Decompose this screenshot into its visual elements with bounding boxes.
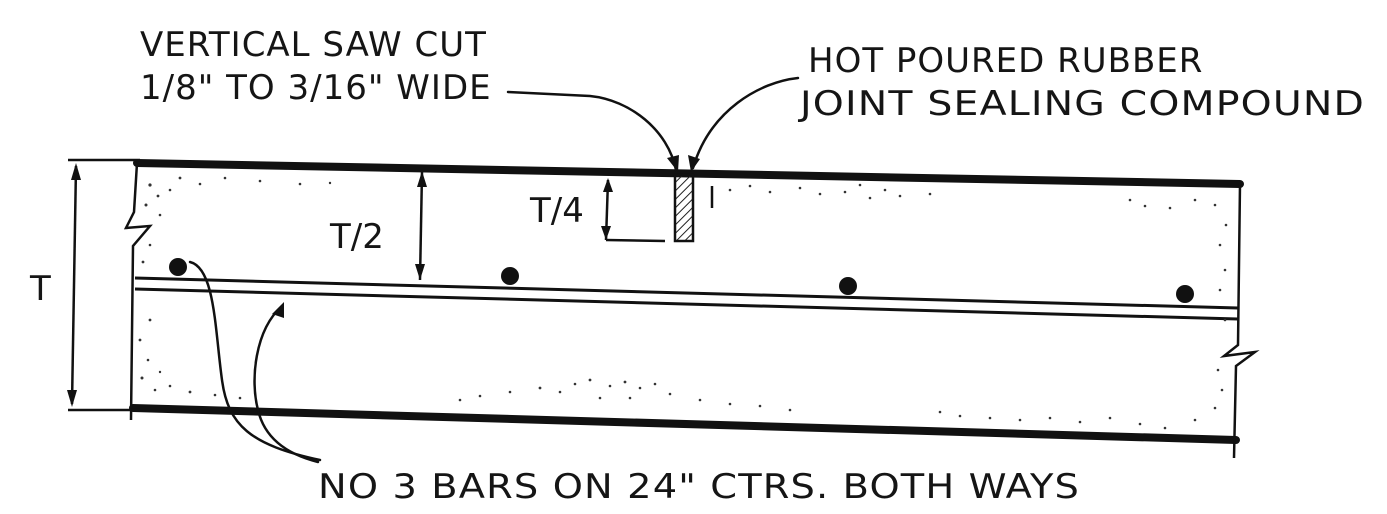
concrete-stipple <box>138 176 1228 430</box>
slab-right-break-line <box>1219 183 1260 459</box>
slab-bottom-edge <box>129 404 1240 444</box>
rebar-section <box>169 258 187 276</box>
sealant-label-line-2: JOINT SEALING COMPOUND <box>798 84 1365 124</box>
saw-cut-label-line-2: 1/8" TO 3/16" WIDE <box>140 68 492 108</box>
half-thickness-label: T/2 <box>329 217 384 257</box>
rebar-line-upper <box>134 276 1239 310</box>
bar-leader-2 <box>253 304 320 464</box>
saw-cut-leader <box>506 90 678 172</box>
leader-lines <box>188 76 800 464</box>
saw-cut-joint <box>673 173 714 243</box>
concrete-slab <box>123 159 1260 459</box>
rebar-section <box>501 267 519 285</box>
sealant-leader <box>691 76 800 170</box>
dimension-total-thickness <box>67 158 140 412</box>
rebar-line-lower <box>134 287 1239 321</box>
dimension-half-thickness <box>415 171 427 281</box>
rebar-section <box>1176 285 1194 303</box>
sealant-fill <box>673 173 695 243</box>
bars-label: NO 3 BARS ON 24" CTRS. BOTH WAYS <box>318 467 1080 507</box>
saw-cut-label-line-1: VERTICAL SAW CUT <box>140 25 487 65</box>
total-thickness-label: T <box>29 269 51 309</box>
rebar-section <box>839 277 857 295</box>
slab-left-break-line <box>123 162 153 421</box>
quarter-thickness-label: T/4 <box>529 191 584 231</box>
reinforcement-mat <box>134 258 1239 321</box>
bar-leader-1 <box>188 260 322 462</box>
slab-top-edge <box>133 159 1244 188</box>
sealant-label-line-1: HOT POURED RUBBER <box>808 41 1203 81</box>
dimension-quarter-thickness <box>601 178 666 243</box>
